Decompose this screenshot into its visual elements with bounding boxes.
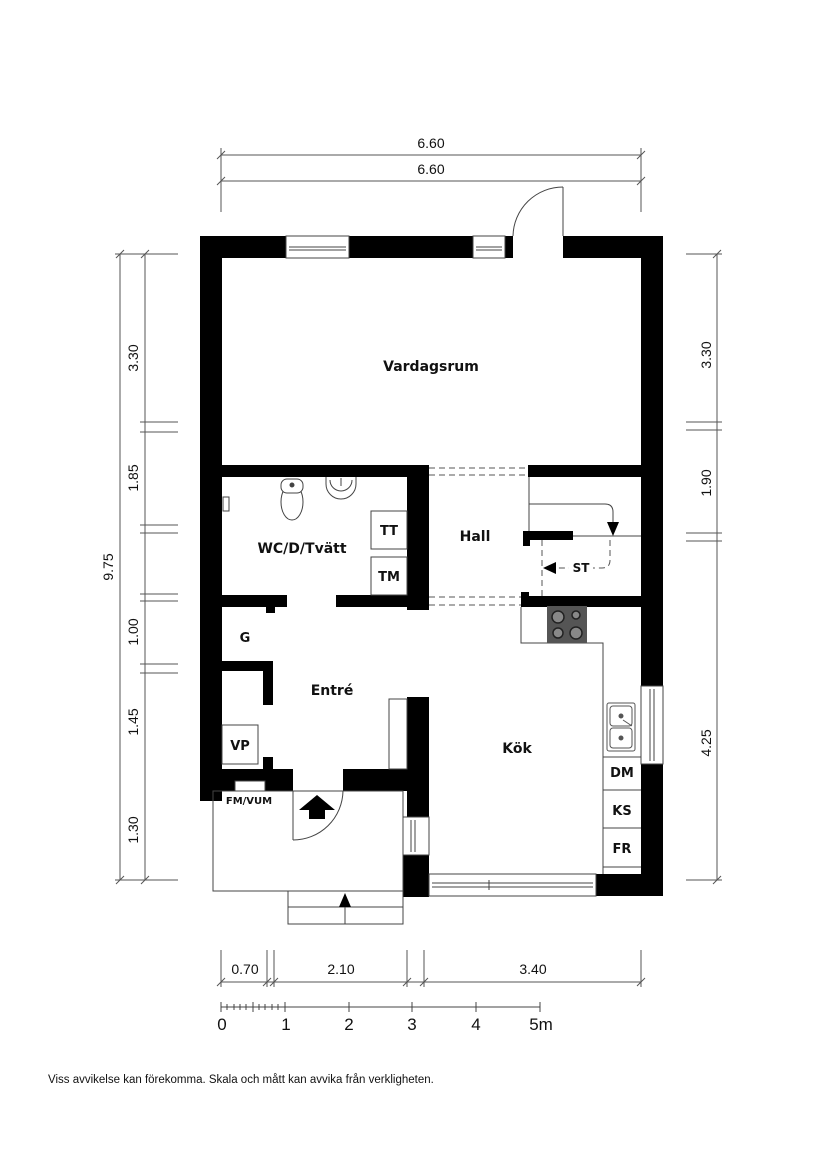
label-tt: TT bbox=[380, 524, 398, 539]
room-wc: WC/D/Tvätt bbox=[257, 541, 346, 557]
vp-box bbox=[221, 724, 259, 765]
stairs bbox=[528, 477, 641, 537]
stair-left-arrow-icon bbox=[543, 562, 556, 574]
room-vardagsrum: Vardagsrum bbox=[383, 359, 479, 375]
disclaimer-text: Viss avvikelse kan förekomma. Skala och … bbox=[48, 1074, 434, 1086]
label-tm: TM bbox=[378, 570, 400, 585]
windows bbox=[285, 235, 664, 897]
stair-down-arrow-icon bbox=[607, 522, 619, 536]
bottom-dim-3: 3.40 bbox=[519, 961, 546, 977]
left-dimensions bbox=[115, 249, 178, 885]
top-dimensions bbox=[216, 148, 646, 212]
scale-tick-5: 5m bbox=[529, 1015, 553, 1034]
room-entre: Entré bbox=[311, 683, 354, 699]
room-hall: Hall bbox=[460, 529, 491, 545]
entre-shelf bbox=[388, 698, 408, 770]
walls bbox=[200, 236, 663, 897]
left-dim-4: 1.45 bbox=[125, 708, 141, 735]
dashed-openings bbox=[429, 467, 611, 606]
porch bbox=[212, 790, 404, 925]
label-dm: DM bbox=[610, 766, 634, 781]
entrance-arrow-icon bbox=[299, 795, 335, 819]
left-dim-5: 1.30 bbox=[125, 816, 141, 843]
right-dim-3: 4.25 bbox=[698, 729, 714, 756]
label-vp: VP bbox=[230, 739, 250, 754]
label-fm-vum: FM/VUM bbox=[226, 796, 272, 807]
right-dim-2: 1.90 bbox=[698, 469, 714, 496]
label-st: ST bbox=[573, 561, 591, 575]
doors bbox=[292, 186, 564, 841]
porch-step-arrow-icon bbox=[339, 893, 351, 907]
bottom-dim-1: 0.70 bbox=[231, 961, 258, 977]
scale-tick-4: 4 bbox=[471, 1015, 480, 1034]
right-dim-1: 3.30 bbox=[698, 341, 714, 368]
label-g: G bbox=[240, 631, 251, 646]
stove-icon bbox=[547, 606, 587, 643]
scale-tick-3: 3 bbox=[407, 1015, 416, 1034]
left-total-dimension: 9.75 bbox=[100, 553, 116, 580]
left-dim-1: 3.30 bbox=[125, 344, 141, 371]
label-fr: FR bbox=[613, 842, 632, 857]
bottom-dimensions bbox=[216, 950, 646, 987]
scale-bar bbox=[220, 1002, 541, 1012]
kitchen-sink-icon bbox=[606, 702, 636, 752]
shower-icon bbox=[222, 496, 230, 512]
fm-vum-niche bbox=[234, 780, 266, 792]
scale-tick-0: 0 bbox=[217, 1015, 226, 1034]
scale-tick-1: 1 bbox=[281, 1015, 290, 1034]
label-ks: KS bbox=[612, 804, 631, 819]
room-kok: Kök bbox=[502, 741, 532, 757]
bottom-dim-2: 2.10 bbox=[327, 961, 354, 977]
wc-fixtures bbox=[222, 477, 357, 521]
scale-tick-2: 2 bbox=[344, 1015, 353, 1034]
right-dimensions bbox=[686, 249, 722, 885]
top-dimension-2: 6.60 bbox=[417, 161, 444, 177]
left-dim-3: 1.00 bbox=[125, 618, 141, 645]
laundry-appliances bbox=[370, 510, 408, 596]
top-dimension-1: 6.60 bbox=[417, 135, 444, 151]
left-dim-2: 1.85 bbox=[125, 464, 141, 491]
